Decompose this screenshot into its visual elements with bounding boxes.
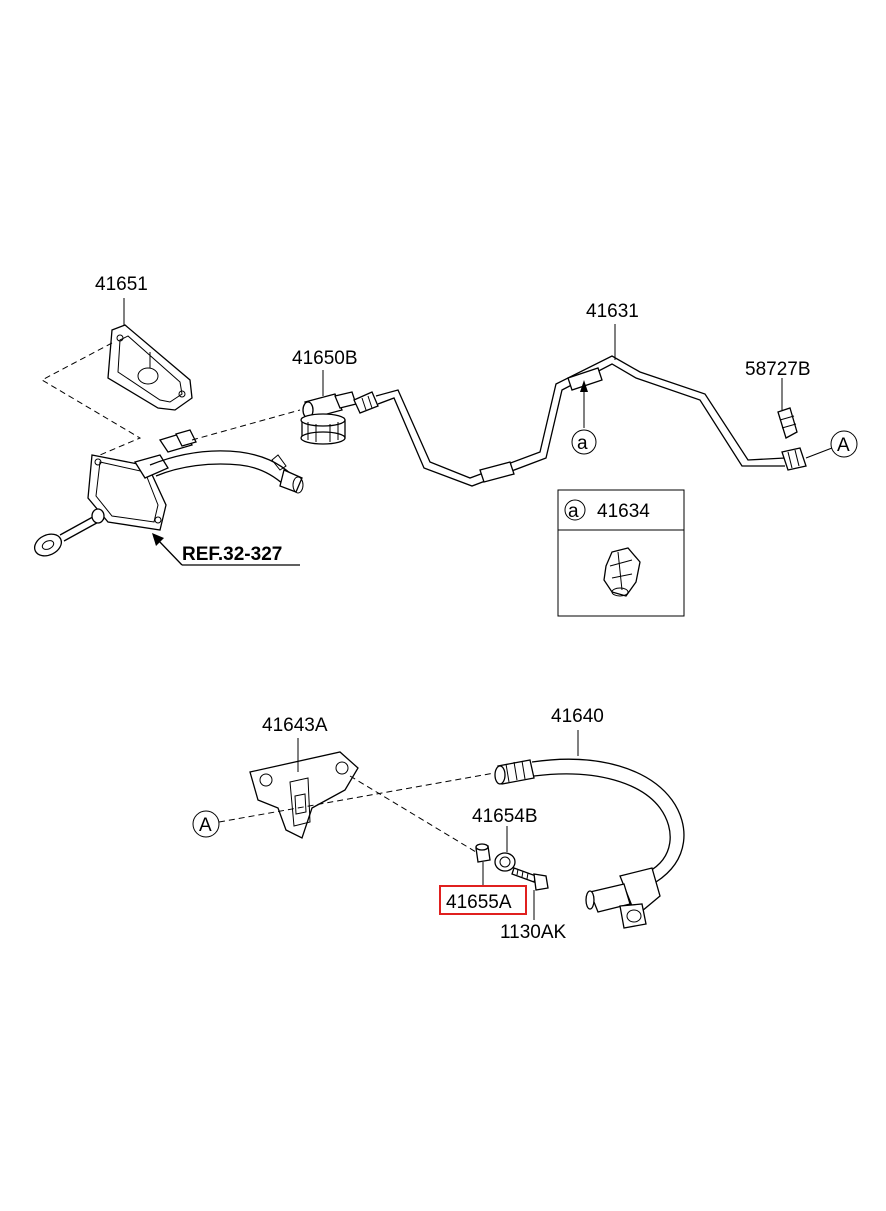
part-41650B-fitting[interactable] bbox=[300, 391, 357, 445]
detail-box-41634: a 41634 bbox=[557, 489, 685, 617]
label-41631[interactable]: 41631 bbox=[586, 301, 639, 322]
part-41643A-bracket[interactable] bbox=[249, 751, 359, 839]
dashed-guide-41651 bbox=[40, 342, 142, 456]
part-41634-pipe-clip[interactable] bbox=[603, 547, 641, 597]
part-41654B-grommet[interactable] bbox=[494, 852, 516, 872]
label-41651[interactable]: 41651 bbox=[95, 274, 148, 295]
part-1130AK-bolt[interactable] bbox=[511, 867, 549, 891]
callout-a-circle[interactable]: a bbox=[571, 429, 597, 455]
part-41640-clutch-hose[interactable] bbox=[494, 758, 685, 929]
dashed-guide-41650B bbox=[191, 409, 301, 441]
part-41651-gasket[interactable] bbox=[107, 324, 193, 411]
part-41631-clutch-pipe[interactable] bbox=[353, 355, 807, 487]
part-58727B-clip[interactable] bbox=[777, 407, 798, 439]
label-41650B[interactable]: 41650B bbox=[292, 348, 358, 369]
label-1130AK[interactable]: 1130AK bbox=[500, 922, 567, 943]
label-58727B[interactable]: 58727B bbox=[745, 359, 811, 380]
label-41643A[interactable]: 41643A bbox=[262, 715, 328, 736]
reservoir-hose[interactable] bbox=[149, 450, 304, 494]
callout-A-upper-text: A bbox=[837, 435, 850, 456]
label-ref-32-327[interactable]: REF.32-327 bbox=[182, 544, 282, 565]
callout-a-pointer bbox=[580, 380, 588, 428]
detail-a-text: a bbox=[568, 501, 579, 522]
callout-A-upper[interactable]: A bbox=[830, 430, 858, 458]
label-41640[interactable]: 41640 bbox=[551, 706, 604, 727]
label-41634[interactable]: 41634 bbox=[597, 501, 650, 522]
dashed-guide-41655A bbox=[349, 775, 477, 853]
callout-A-lower-text: A bbox=[199, 815, 212, 836]
highlight-box-41655A bbox=[439, 885, 527, 915]
part-41655A-bushing[interactable] bbox=[475, 843, 491, 863]
callout-a-text: a bbox=[577, 433, 588, 454]
label-41655A[interactable]: 41655A bbox=[446, 892, 512, 913]
reference-pointer bbox=[152, 533, 300, 566]
dashed-guide-A-lower bbox=[218, 771, 501, 823]
label-41654B[interactable]: 41654B bbox=[472, 806, 538, 827]
leader-callout-A-upper bbox=[805, 447, 833, 459]
callout-A-lower[interactable]: A bbox=[192, 810, 220, 838]
